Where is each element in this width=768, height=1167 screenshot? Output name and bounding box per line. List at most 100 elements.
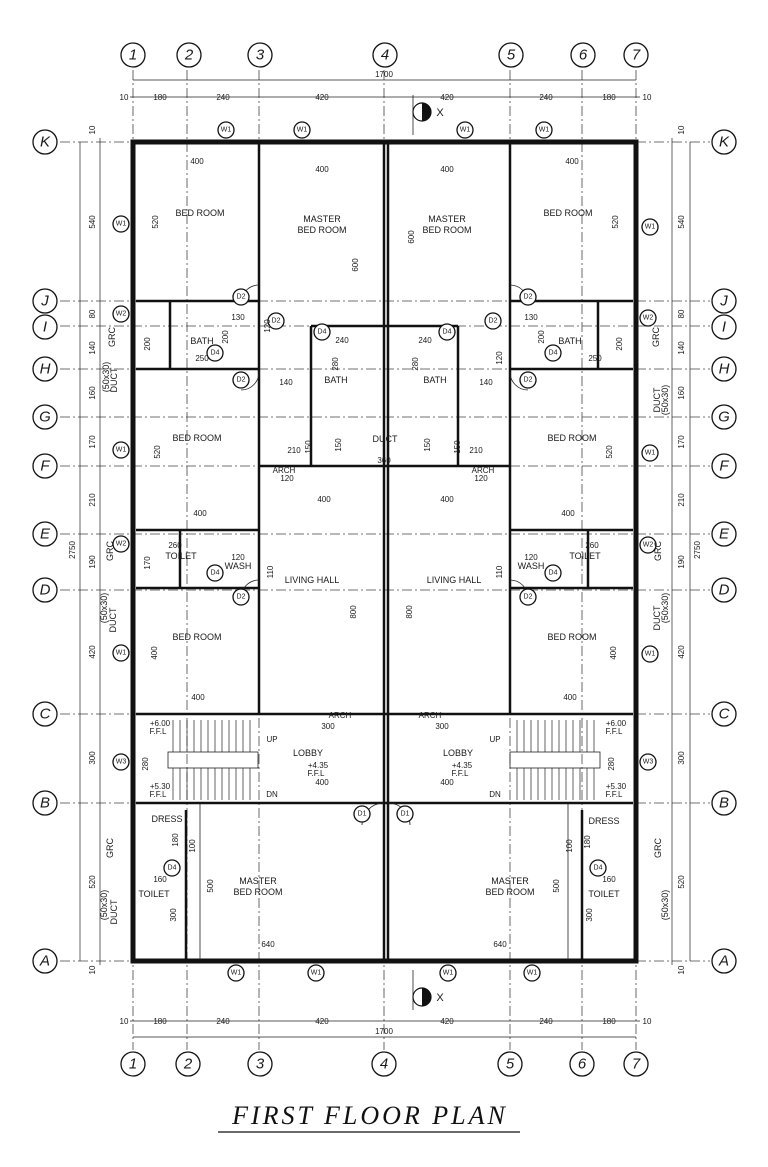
svg-text:420: 420 xyxy=(440,1017,454,1026)
room-label: WASH xyxy=(518,561,545,571)
svg-text:2: 2 xyxy=(184,47,194,64)
row-bubbles-right: K J I H G F E D C B A xyxy=(711,129,737,974)
svg-text:A: A xyxy=(39,953,50,970)
room-label: GRC xyxy=(651,327,661,348)
room-label: MASTER xyxy=(239,876,277,886)
grid-bubble-row-E-right: E xyxy=(711,521,737,547)
svg-text:170: 170 xyxy=(677,435,686,449)
room-label: TOILET xyxy=(569,551,601,561)
svg-text:X: X xyxy=(436,107,444,119)
svg-text:400: 400 xyxy=(440,778,454,787)
svg-text:W2: W2 xyxy=(116,541,127,548)
grid-bubble-col-5: 5 xyxy=(498,42,524,68)
svg-text:W1: W1 xyxy=(297,127,308,134)
room-label: MASTER xyxy=(303,214,341,224)
svg-text:D4: D4 xyxy=(594,865,603,872)
grid-bubble-row-I: I xyxy=(32,314,58,340)
drawing-title: FIRST FLOOR PLAN xyxy=(231,1101,508,1130)
section-marker-top: X xyxy=(412,95,444,135)
svg-text:120: 120 xyxy=(231,553,245,562)
room-label: GRC xyxy=(107,327,117,348)
room-label: TOILET xyxy=(588,889,620,899)
column-bubbles-bottom: 1 2 3 4 5 6 7 xyxy=(120,1051,649,1077)
svg-text:400: 400 xyxy=(193,509,207,518)
svg-text:E: E xyxy=(719,526,730,543)
svg-text:W1: W1 xyxy=(116,447,127,454)
svg-text:180: 180 xyxy=(153,93,167,102)
room-label: MASTER xyxy=(428,214,466,224)
svg-text:520: 520 xyxy=(605,445,614,459)
svg-text:240: 240 xyxy=(539,93,553,102)
svg-text:160: 160 xyxy=(677,386,686,400)
svg-text:240: 240 xyxy=(539,1017,553,1026)
svg-text:140: 140 xyxy=(677,341,686,355)
svg-text:600: 600 xyxy=(351,258,360,272)
svg-text:120: 120 xyxy=(263,319,272,333)
svg-text:200: 200 xyxy=(143,337,152,351)
window-tag: W1 xyxy=(112,644,130,662)
svg-text:F: F xyxy=(40,458,50,475)
svg-text:D4: D4 xyxy=(443,329,452,336)
door-tag: D4 xyxy=(544,344,562,362)
window-tag: W2 xyxy=(112,535,130,553)
window-tag: W3 xyxy=(112,753,130,771)
svg-text:130: 130 xyxy=(231,313,245,322)
svg-text:7: 7 xyxy=(632,47,641,64)
svg-text:240: 240 xyxy=(418,336,432,345)
svg-text:120: 120 xyxy=(280,474,294,483)
svg-text:500: 500 xyxy=(206,879,215,893)
svg-text:D2: D2 xyxy=(237,594,246,601)
svg-text:420: 420 xyxy=(315,1017,329,1026)
door-tag: D4 xyxy=(206,344,224,362)
svg-text:110: 110 xyxy=(266,565,275,578)
svg-text:80: 80 xyxy=(88,309,97,318)
svg-text:1700: 1700 xyxy=(375,70,393,79)
svg-text:W1: W1 xyxy=(443,970,454,977)
svg-text:W1: W1 xyxy=(116,221,127,228)
grid-bubble-row-J-right: J xyxy=(711,288,737,314)
svg-text:I: I xyxy=(722,319,726,336)
svg-text:W1: W1 xyxy=(645,224,656,231)
svg-text:260: 260 xyxy=(585,541,599,550)
stair-down-label: DN xyxy=(266,790,278,799)
svg-text:280: 280 xyxy=(607,757,616,771)
grid-bubble-col-6-bottom: 6 xyxy=(569,1051,595,1077)
svg-text:400: 400 xyxy=(317,495,331,504)
svg-text:C: C xyxy=(719,706,730,723)
svg-text:W1: W1 xyxy=(231,970,242,977)
svg-text:150: 150 xyxy=(453,440,462,454)
grid-bubble-row-B-right: B xyxy=(711,790,737,816)
room-label: TOILET xyxy=(165,551,197,561)
svg-text:300: 300 xyxy=(88,751,97,765)
svg-text:400: 400 xyxy=(191,693,205,702)
door-tag: D2 xyxy=(484,312,502,330)
annotation-labels: UP UP DN DN ARCH ARCH ARCH ARCH +4.35 F.… xyxy=(150,466,627,799)
window-tag: W1 xyxy=(439,964,457,982)
svg-text:80: 80 xyxy=(677,309,686,318)
door-tag: D4 xyxy=(544,564,562,582)
arch-label: ARCH xyxy=(273,466,296,475)
svg-text:400: 400 xyxy=(561,509,575,518)
door-tag: D2 xyxy=(232,371,250,389)
room-label: BATH xyxy=(324,375,347,385)
svg-text:120: 120 xyxy=(524,553,538,562)
grid-bubble-col-1: 1 xyxy=(120,42,146,68)
svg-text:D4: D4 xyxy=(211,350,220,357)
room-label: DUCT xyxy=(108,607,118,632)
exterior-walls xyxy=(130,139,639,964)
svg-text:110: 110 xyxy=(495,565,504,578)
svg-text:4: 4 xyxy=(381,47,389,64)
svg-text:1700: 1700 xyxy=(375,1027,393,1036)
svg-text:150: 150 xyxy=(304,440,313,454)
room-label: (50x30) xyxy=(660,593,670,624)
svg-text:150: 150 xyxy=(334,438,343,452)
svg-text:280: 280 xyxy=(331,357,340,371)
room-label: DUCT xyxy=(652,605,662,630)
svg-text:420: 420 xyxy=(88,645,97,659)
room-label: BATH xyxy=(423,375,446,385)
svg-text:1: 1 xyxy=(129,47,137,64)
grid-bubble-row-G-right: G xyxy=(711,404,737,430)
svg-text:W1: W1 xyxy=(460,127,471,134)
svg-text:W1: W1 xyxy=(645,651,656,658)
